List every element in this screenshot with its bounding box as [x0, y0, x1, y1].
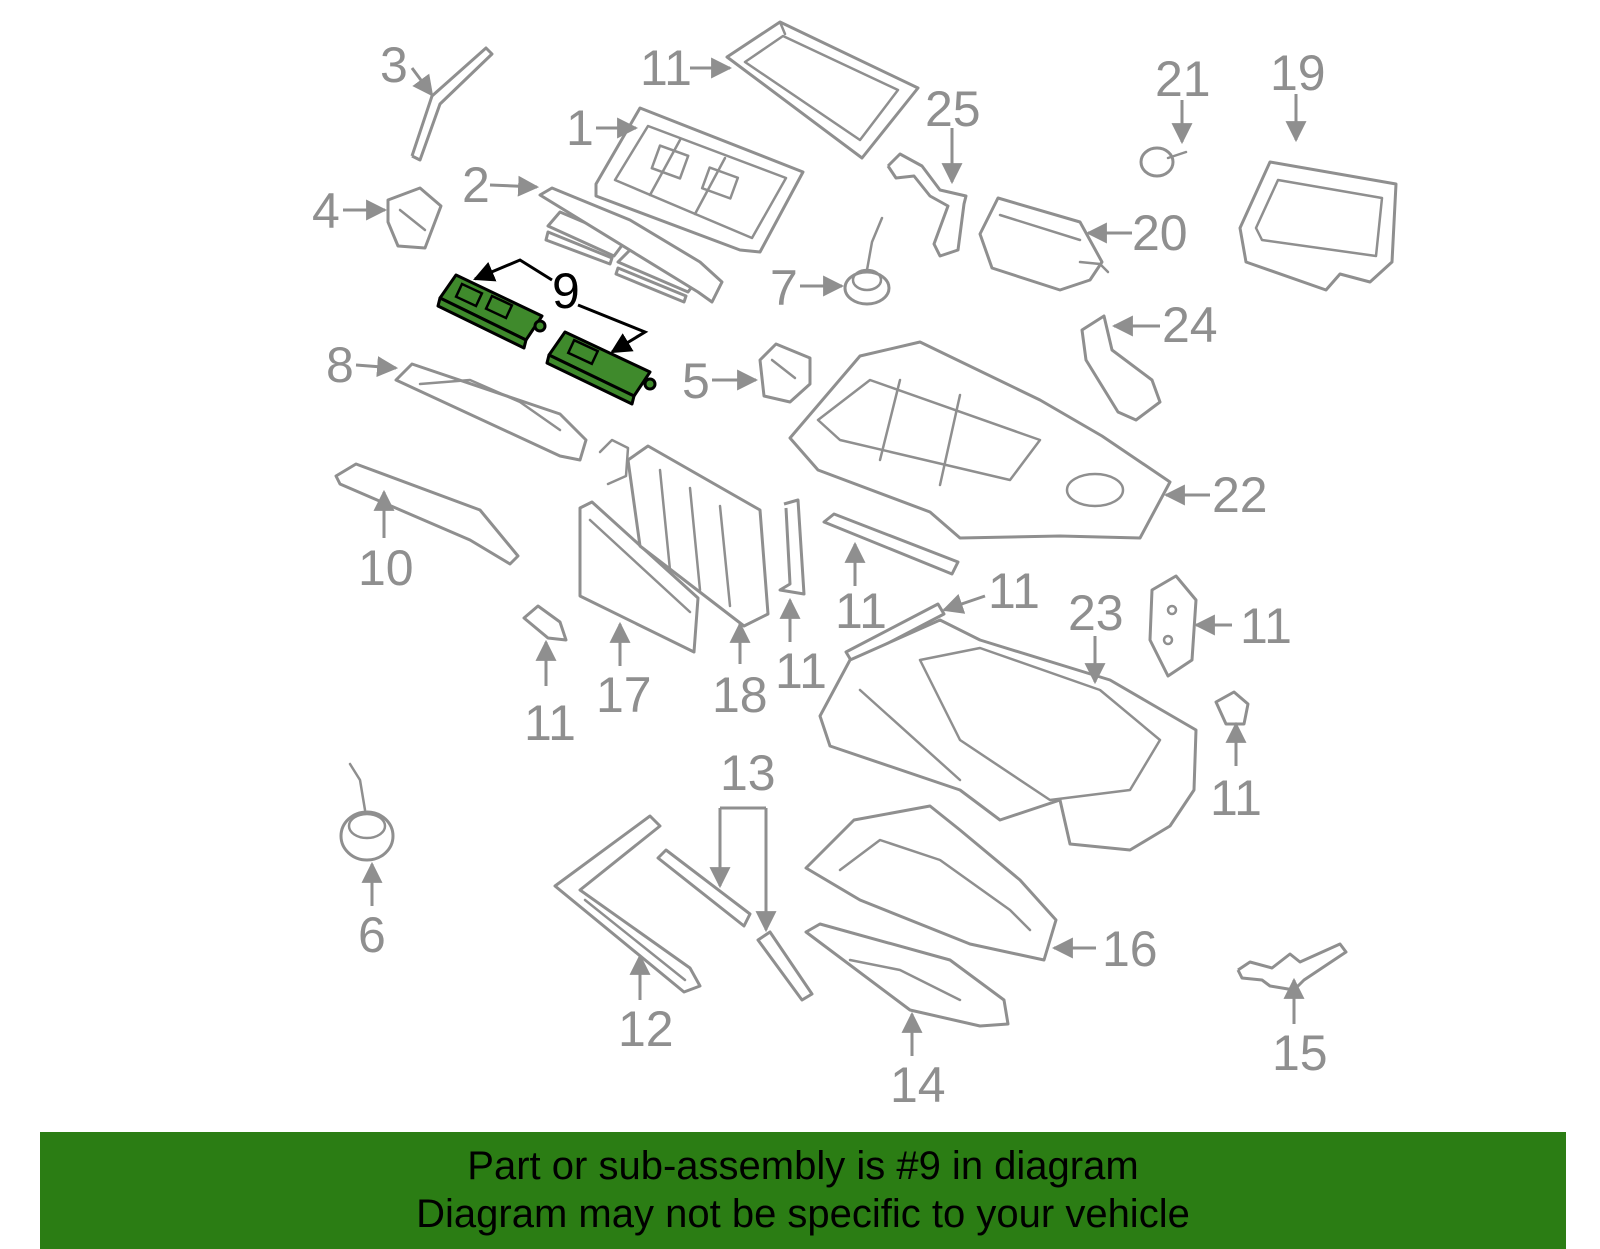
callout-14: 14	[890, 1057, 946, 1113]
callout-1: 1	[566, 100, 594, 156]
callout-5: 5	[682, 353, 710, 409]
callout-2: 2	[462, 157, 490, 213]
callout-8: 8	[326, 337, 354, 393]
part-17-panel	[578, 500, 700, 654]
part-8-long-door	[394, 362, 588, 462]
part-16-lower-shell	[804, 804, 1058, 962]
callout-13: 13	[720, 745, 776, 801]
callout-7: 7	[770, 260, 798, 316]
callout-11-gasket: 11	[1240, 598, 1292, 654]
callout-4: 4	[312, 183, 340, 239]
callout-11-top: 11	[640, 40, 692, 96]
part-5-actuator-cover	[758, 342, 812, 404]
callout-9: 9	[552, 263, 580, 319]
part-11-tube	[778, 498, 806, 596]
callout-15: 15	[1272, 1025, 1328, 1081]
callout-17: 17	[596, 667, 652, 723]
callout-25: 25	[925, 81, 981, 137]
part-18-evaporator	[598, 438, 770, 628]
part-24-bracket	[1080, 314, 1162, 422]
part-21-fastener	[1139, 146, 1188, 178]
part-1-upper-housing	[594, 106, 805, 254]
callout-23: 23	[1068, 585, 1124, 641]
part-22-upper-case	[788, 340, 1172, 540]
callout-6: 6	[358, 907, 386, 963]
part-11-grommet	[1214, 690, 1250, 726]
part-7-actuator	[843, 216, 891, 306]
callout-11-tube: 11	[775, 643, 827, 699]
part-3-rod	[410, 46, 494, 162]
callout-18: 18	[712, 667, 768, 723]
part-13-seals	[656, 848, 814, 1002]
callout-11-clip: 11	[524, 695, 576, 751]
leader-lines-part-9	[473, 258, 649, 354]
banner-line-2: Diagram may not be specific to your vehi…	[416, 1192, 1190, 1236]
callout-labels: 3 11 1 2 4 25 21 19 20 9 7 24 8 5 22 10 …	[312, 37, 1328, 1113]
part-12-heater-core	[553, 814, 702, 994]
callout-11-strip-2: 11	[988, 563, 1040, 619]
part-6-blower-motor	[339, 762, 395, 862]
part-10-door	[334, 462, 520, 566]
info-banner: Part or sub-assembly is #9 in diagram Di…	[40, 1132, 1566, 1249]
callout-19: 19	[1270, 45, 1326, 101]
callout-10: 10	[358, 540, 414, 596]
callout-11-grommet: 11	[1210, 770, 1262, 826]
part-11-small-clip	[522, 604, 568, 642]
part-23-lower-case	[818, 618, 1198, 852]
leader-lines	[343, 57, 1307, 1056]
part-11-gasket	[1148, 574, 1198, 678]
callout-12: 12	[618, 1001, 674, 1057]
callout-22: 22	[1212, 467, 1268, 523]
callout-20: 20	[1132, 205, 1188, 261]
part-25-bracket	[886, 152, 968, 258]
part-9-highlighted-doors	[436, 273, 657, 406]
banner-line-1: Part or sub-assembly is #9 in diagram	[467, 1144, 1139, 1188]
part-11-upper-duct	[725, 20, 920, 160]
callout-3: 3	[380, 37, 408, 93]
callout-16: 16	[1102, 921, 1158, 977]
part-2-door-assembly	[538, 186, 724, 304]
part-15-bracket	[1236, 942, 1348, 992]
callout-11-strip: 11	[835, 583, 887, 639]
callout-21: 21	[1155, 51, 1211, 107]
part-19-blower-housing	[1238, 160, 1398, 292]
callout-24: 24	[1162, 297, 1218, 353]
part-4-small-cover	[386, 186, 443, 250]
part-11-seal-strip	[822, 512, 960, 576]
part-20-filter-housing	[978, 196, 1110, 292]
